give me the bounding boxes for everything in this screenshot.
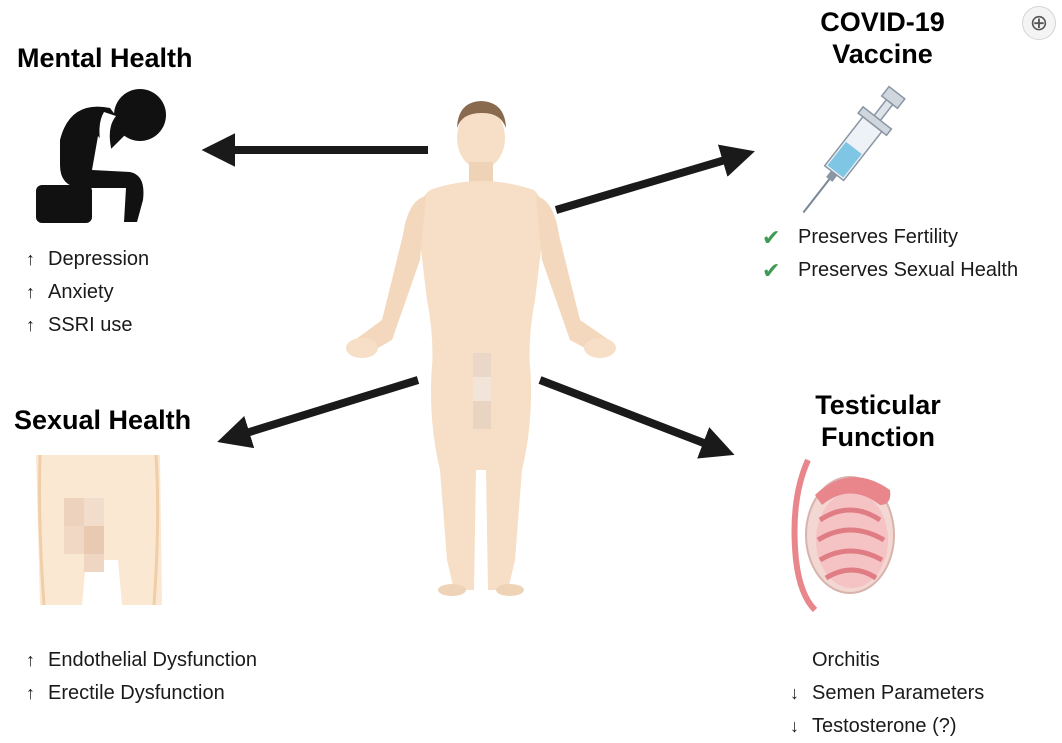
list-item: ↓ Testosterone (?) (790, 710, 984, 743)
arrow-up-icon: ↑ (26, 249, 35, 269)
arrow-to-vaccine (554, 144, 755, 214)
vaccine-title: COVID-19 Vaccine (800, 6, 965, 70)
list-item-text: Depression (48, 248, 150, 270)
vaccine-list: ✔ Preserves Fertility ✔ Preserves Sexual He… (762, 221, 1018, 287)
list-item: ↑ SSRI use (26, 309, 149, 342)
vaccine-title-line2: Vaccine (832, 39, 933, 69)
list-item-text: Semen Parameters (812, 682, 985, 704)
depressed-person-icon (36, 89, 166, 223)
testicular-title-line2: Function (821, 422, 935, 452)
arrow-to-testicular (538, 376, 735, 459)
mental-health-title: Mental Health (17, 43, 193, 73)
list-item: ↑ Anxiety (26, 276, 149, 309)
zoom-in-icon: ⊕ (1029, 10, 1049, 35)
list-item: ↓ Semen Parameters (790, 677, 984, 710)
arrow-up-icon: ↑ (26, 315, 35, 335)
list-item-text: Erectile Dysfunction (48, 682, 225, 704)
list-item-text: Orchitis (812, 649, 880, 671)
testis-icon (791, 458, 895, 613)
list-item-text: Testosterone (?) (812, 715, 957, 737)
list-item-text: Endothelial Dysfunction (48, 649, 258, 671)
mental-health-list: ↑ Depression ↑ Anxiety ↑ SSRI use (26, 243, 149, 342)
sexual-health-title: Sexual Health (14, 405, 192, 435)
arrow-up-icon: ↑ (26, 650, 35, 670)
list-item: ↑ Depression (26, 243, 149, 276)
testicular-title-line1: Testicular (815, 390, 941, 420)
arrow-to-sexual-health (217, 376, 420, 449)
list-item-text: Preserves Sexual Health (798, 259, 1019, 281)
human-body-figure (346, 101, 616, 596)
zoom-in-button[interactable]: ⊕ (1022, 6, 1056, 40)
arrow-down-icon: ↓ (790, 683, 799, 703)
arrow-up-icon: ↑ (26, 282, 35, 302)
list-item: ✔ Preserves Fertility (762, 221, 1018, 254)
list-item: ↑ Erectile Dysfunction (26, 677, 257, 710)
check-icon: ✔ (762, 258, 781, 283)
testicular-list: Orchitis ↓ Semen Parameters ↓ Testosterone (… (790, 644, 984, 743)
check-icon: ✔ (762, 225, 781, 250)
list-item: Orchitis (790, 644, 984, 677)
vaccine-title-line1: COVID-19 (820, 7, 945, 37)
list-item-text: Preserves Fertility (798, 226, 959, 248)
testicular-title: Testicular Function (793, 389, 963, 453)
list-item-text: SSRI use (48, 314, 133, 336)
syringe-icon (802, 85, 906, 214)
pelvis-icon (36, 454, 162, 606)
sexual-health-list: ↑ Endothelial Dysfunction ↑ Erectile Dysfun… (26, 644, 257, 710)
arrow-down-icon: ↓ (790, 716, 799, 736)
list-item: ↑ Endothelial Dysfunction (26, 644, 257, 677)
arrow-up-icon: ↑ (26, 683, 35, 703)
list-item-text: Anxiety (48, 281, 114, 303)
list-item: ✔ Preserves Sexual Health (762, 254, 1018, 287)
